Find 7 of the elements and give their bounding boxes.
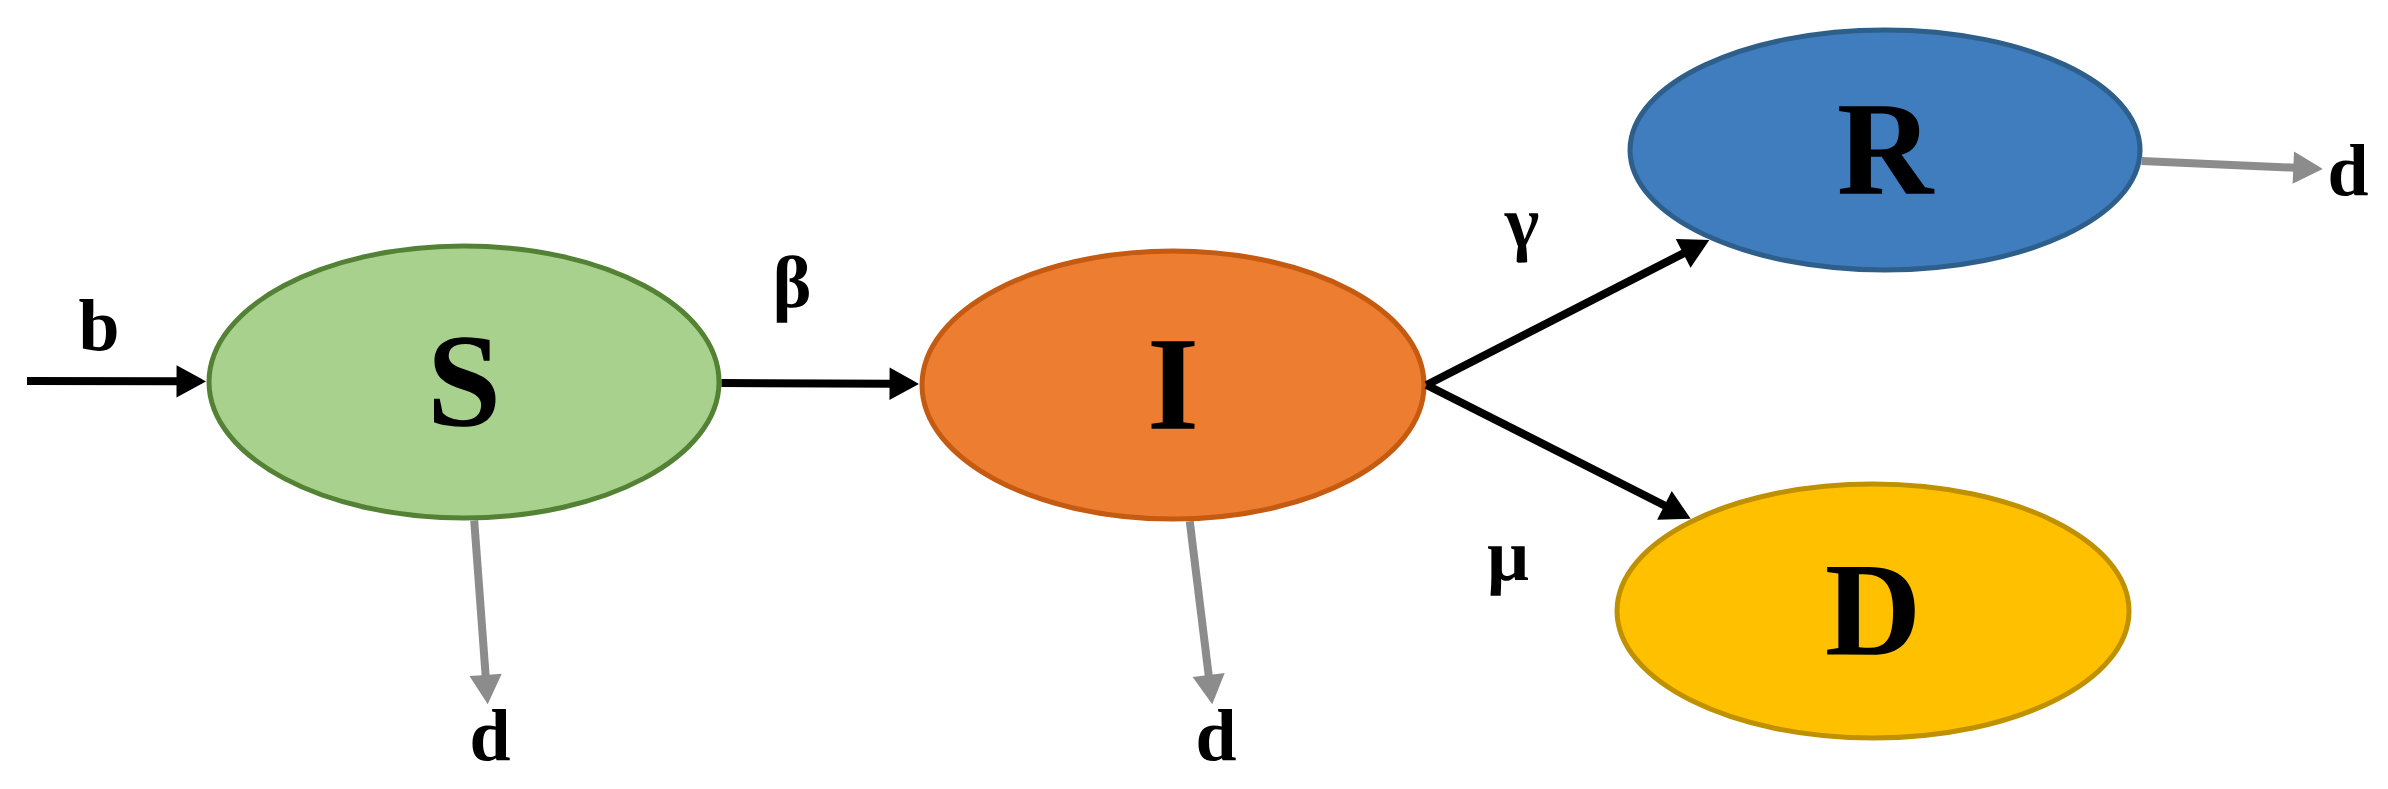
rate-label: d: [2330, 144, 2368, 196]
rate-label: d: [1198, 709, 1236, 761]
edge-label: γ: [1504, 213, 1539, 263]
edge-label: μ: [1488, 546, 1528, 596]
edge-label: b: [79, 299, 117, 351]
edge-label: β: [776, 255, 809, 323]
rate-label: d: [472, 709, 510, 761]
